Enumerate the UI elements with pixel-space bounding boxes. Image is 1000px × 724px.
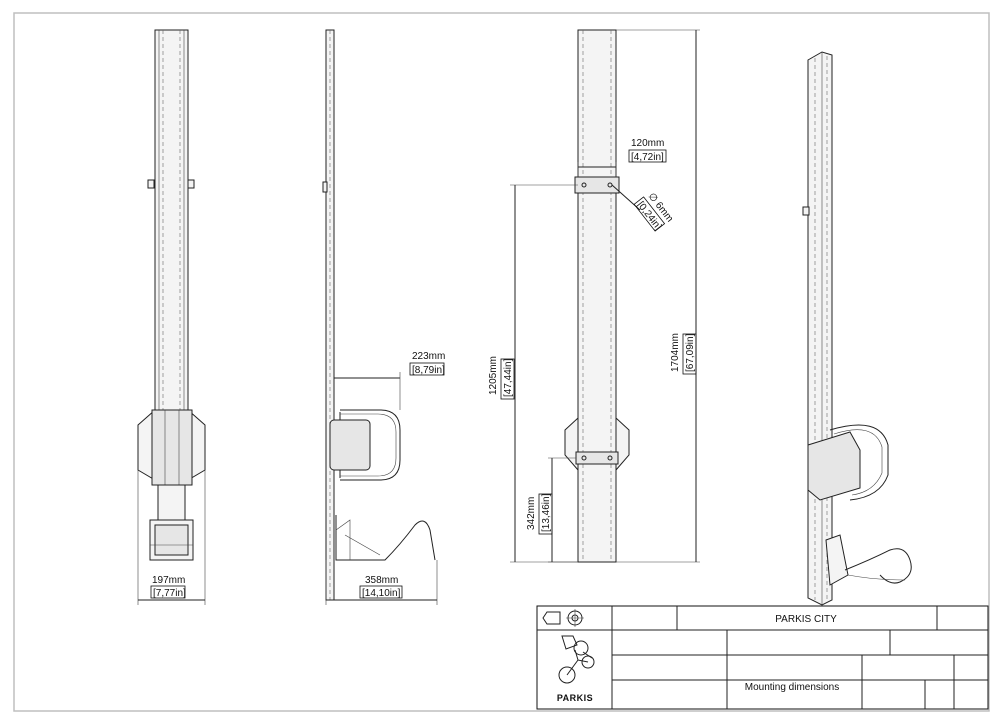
front-view: 197mm [7,77in]	[137, 29, 206, 605]
side-arm-in: [8,79in]	[412, 365, 445, 376]
front-width-in: [7,77in]	[153, 588, 186, 599]
side-depth-in: [14,10in]	[362, 588, 401, 599]
rear-upper-in: [47,44in]	[503, 358, 514, 397]
parkis-logo-icon	[558, 635, 595, 684]
rear-plate-in: [4,72in]	[631, 152, 664, 163]
side-arm-mm: 223mm	[412, 351, 445, 362]
product-name: PARKIS CITY	[775, 614, 837, 625]
rear-plate-mm: 120mm	[631, 138, 664, 149]
rear-lower-mm: 342mm	[526, 497, 537, 530]
rear-lower-in: [13,46in]	[541, 493, 552, 532]
rear-upper-mm: 1205mm	[488, 356, 499, 395]
brand-name: PARKIS	[557, 693, 593, 703]
projection-icon	[542, 609, 584, 627]
side-view: 223mm [8,79in] 358mm [14,10in]	[322, 29, 445, 605]
title-block: PARKIS CITY Mounting dimensions PARKIS	[536, 605, 989, 710]
drawing-title: Mounting dimensions	[745, 682, 840, 693]
front-width-mm: 197mm	[152, 575, 185, 586]
rear-view: 120mm [4,72in] ∅ 6mm [0,24in] 1205mm [47…	[488, 29, 700, 563]
rear-total-mm: 1704mm	[670, 333, 681, 372]
rear-total-in: [67,09in]	[685, 333, 696, 372]
side-depth-mm: 358mm	[365, 575, 398, 586]
isometric-view	[802, 51, 912, 606]
